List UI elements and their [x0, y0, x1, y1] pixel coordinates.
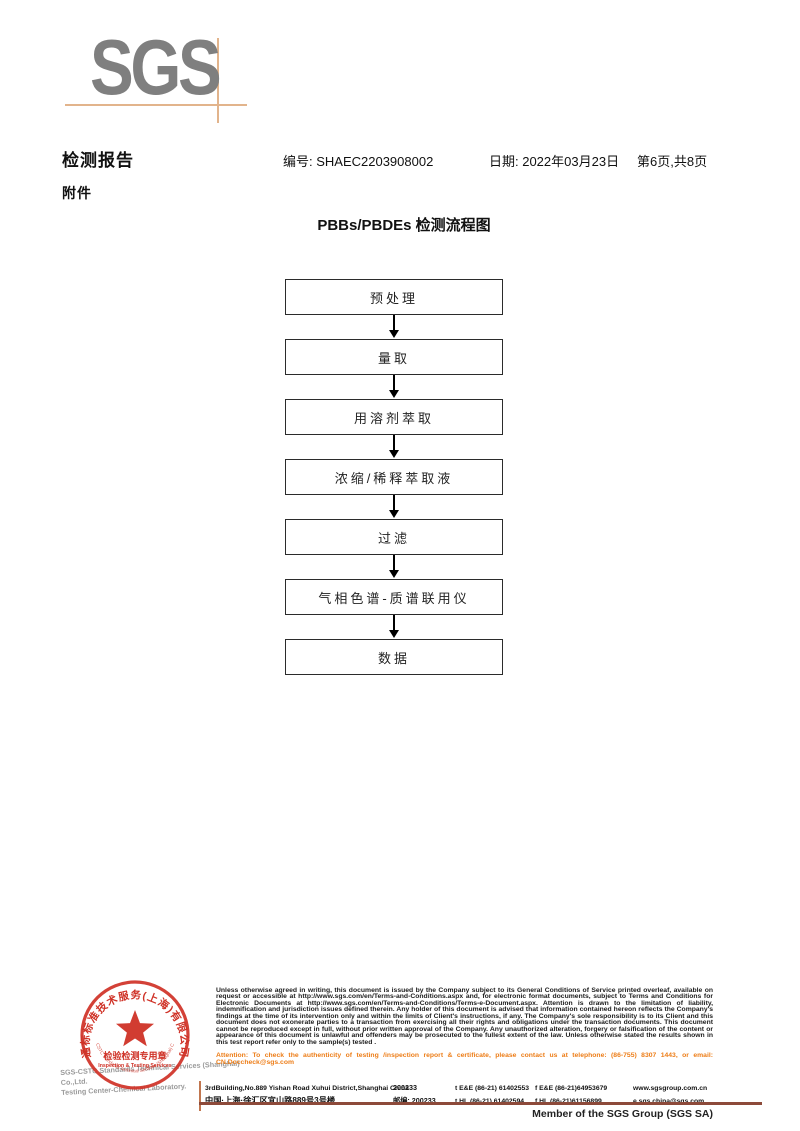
logo-crosshair-vertical	[217, 38, 219, 123]
flow-step-gcms: 气相色谱-质谱联用仪	[285, 579, 503, 615]
report-title: 检测报告	[62, 151, 134, 170]
fax-hl: f HL (86-21)61156899	[535, 1098, 621, 1105]
arrow-down-icon	[389, 615, 399, 638]
flow-step-measure: 量取	[285, 339, 503, 375]
flow-step-concentrate-dilute: 浓缩/稀释萃取液	[285, 459, 503, 495]
sgs-member-line: Member of the SGS Group (SGS SA)	[532, 1108, 713, 1120]
logo-crosshair-horizontal	[65, 104, 247, 106]
flow-step-data: 数据	[285, 639, 503, 675]
stamp-star-icon	[116, 1010, 154, 1047]
arrow-down-icon	[389, 495, 399, 518]
inspection-stamp-icon: 通标标准技术服务(上海)有限公司 检验检测专用章 Inspection & Te…	[76, 978, 190, 1090]
flow-step-pretreatment: 预处理	[285, 279, 503, 315]
flowchart-title: PBBs/PBDEs 检测流程图	[317, 217, 491, 234]
report-date: 日期: 2022年03月23日	[489, 154, 620, 169]
phone-ee: t E&E (86-21) 61402553	[455, 1085, 530, 1092]
stamp-center-sub: Inspection & Testing Services	[98, 1063, 172, 1069]
postcode-english: 200233	[393, 1083, 417, 1092]
website-url: www.sgsgroup.com.cn	[633, 1085, 708, 1092]
email-address: e sgs.china@sgs.com	[633, 1098, 704, 1105]
attachment-label: 附件	[62, 185, 92, 201]
legal-disclaimer: Unless otherwise agreed in writing, this…	[216, 987, 713, 1046]
footer-divider-vertical	[199, 1081, 201, 1111]
fax-ee: f E&E (86-21)64953679	[535, 1085, 608, 1092]
address-chinese: 中国·上海·徐汇区宜山路889号3号楼	[205, 1096, 336, 1105]
arrow-down-icon	[389, 435, 399, 458]
arrow-down-icon	[389, 315, 399, 338]
flowchart: 预处理 量取 用溶剂萃取 浓缩/稀释萃取液 过滤 气相色谱-质谱联用仪 数据	[285, 279, 503, 675]
postcode-chinese: 邮编: 200233	[393, 1096, 436, 1105]
stamp-center-label: 检验检测专用章	[103, 1050, 166, 1061]
footer-divider-horizontal	[199, 1102, 762, 1105]
flow-step-solvent-extraction: 用溶剂萃取	[285, 399, 503, 435]
address-row-cn: 中国·上海·徐汇区宜山路889号3号楼 邮编: 200233 t HL (86-…	[205, 1094, 765, 1105]
page-indicator: 第6页,共8页	[637, 154, 708, 169]
arrow-down-icon	[389, 375, 399, 398]
report-number: 编号: SHAEC2203908002	[283, 154, 434, 169]
phone-hl: t HL (86-21) 61402594	[455, 1098, 535, 1105]
arrow-down-icon	[389, 555, 399, 578]
address-row-en: 3rdBuilding,No.889 Yishan Road Xuhui Dis…	[205, 1083, 765, 1093]
address-english: 3rdBuilding,No.889 Yishan Road Xuhui Dis…	[205, 1085, 409, 1092]
sgs-logo-text: SGS	[90, 23, 222, 111]
sgs-logo: SGS	[62, 23, 292, 130]
flow-step-filter: 过滤	[285, 519, 503, 555]
attention-notice: Attention: To check the authenticity of …	[216, 1052, 713, 1066]
address-block: 3rdBuilding,No.889 Yishan Road Xuhui Dis…	[205, 1083, 765, 1105]
